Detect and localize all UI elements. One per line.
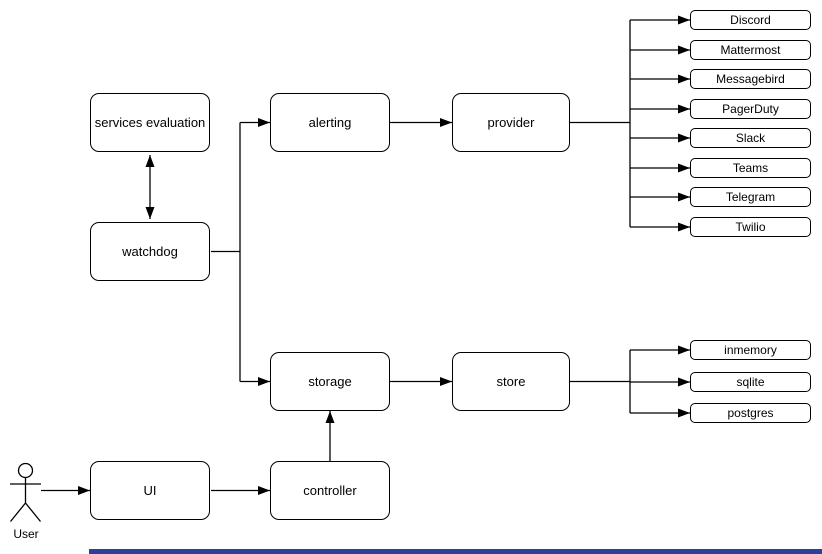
store-item-postgres: postgres <box>690 403 811 423</box>
node-watchdog: watchdog <box>90 222 210 281</box>
provider-item-teams: Teams <box>690 158 811 178</box>
node-services-evaluation: services evaluation <box>90 93 210 152</box>
node-store: store <box>452 352 570 411</box>
provider-item-mattermost: Mattermost <box>690 40 811 60</box>
node-ui: UI <box>90 461 210 520</box>
node-storage: storage <box>270 352 390 411</box>
bottom-accent-bar <box>89 549 822 554</box>
user-actor-icon <box>9 462 42 522</box>
provider-item-pagerduty: PagerDuty <box>690 99 811 119</box>
provider-item-twilio: Twilio <box>690 217 811 237</box>
store-item-inmemory: inmemory <box>690 340 811 360</box>
node-controller: controller <box>270 461 390 520</box>
provider-item-messagebird: Messagebird <box>690 69 811 89</box>
provider-item-slack: Slack <box>690 128 811 148</box>
store-item-sqlite: sqlite <box>690 372 811 392</box>
node-provider: provider <box>452 93 570 152</box>
provider-item-discord: Discord <box>690 10 811 30</box>
node-alerting: alerting <box>270 93 390 152</box>
user-actor-label: User <box>13 527 39 541</box>
provider-item-telegram: Telegram <box>690 187 811 207</box>
